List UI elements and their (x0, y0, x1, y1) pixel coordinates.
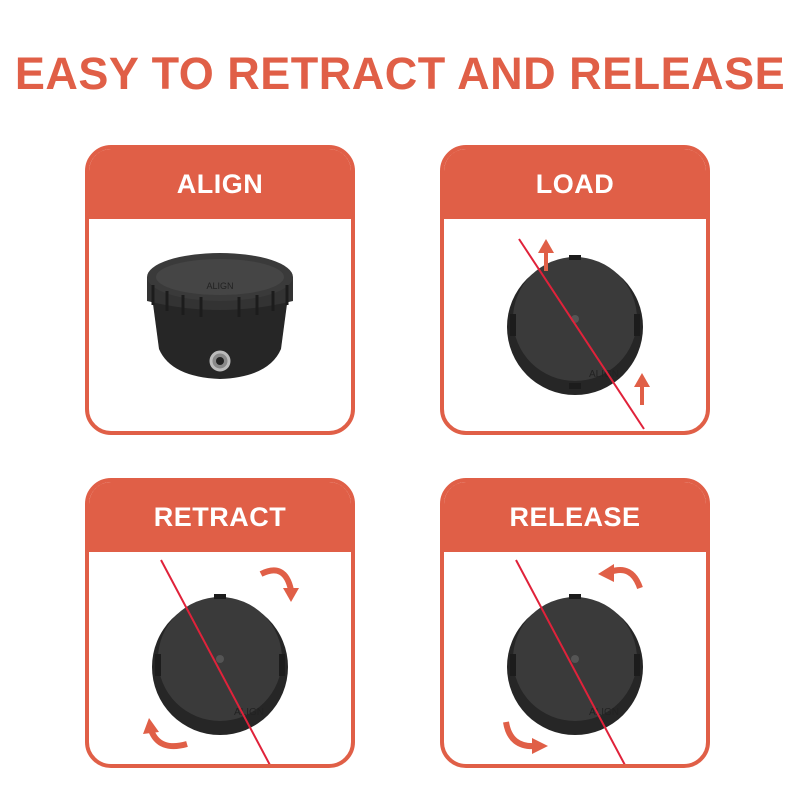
arrow-up-icon (634, 373, 650, 405)
card-align: ALIGN ALIGN (85, 145, 355, 435)
spool-label: ALIGN (589, 707, 619, 718)
arrow-up-icon (538, 239, 554, 271)
card-release: RELEASE ALIGN (440, 478, 710, 768)
rotate-clockwise-icon (148, 728, 188, 750)
trimmer-line-icon (160, 559, 271, 764)
page-title: EASY TO RETRACT AND RELEASE (14, 48, 786, 99)
card-header: RELEASE (444, 482, 706, 552)
rotate-counterclockwise-icon (503, 721, 537, 750)
trimmer-line-icon (518, 238, 645, 430)
card-header: ALIGN (89, 149, 351, 219)
card-retract: RETRACT ALIGN (85, 478, 355, 768)
card-body: ALIGN (444, 552, 706, 764)
rotate-counterclockwise-icon (608, 567, 643, 590)
spool-side-view-icon: ALIGN (147, 253, 293, 379)
spool-label: ALIGN (589, 369, 619, 380)
card-body: ALIGN (444, 219, 706, 431)
card-header: LOAD (444, 149, 706, 219)
rotate-clockwise-icon (259, 567, 294, 591)
card-body: ALIGN (89, 552, 351, 764)
spool-retract-icon: ALIGN (143, 559, 299, 764)
spool-label: ALIGN (206, 281, 233, 291)
spool-load-icon: ALIGN (507, 238, 650, 430)
spool-label: ALIGN (234, 707, 264, 718)
card-header: RETRACT (89, 482, 351, 552)
card-body: ALIGN (89, 219, 351, 431)
spool-release-icon: ALIGN (503, 559, 643, 764)
card-load: LOAD ALIGN (440, 145, 710, 435)
trimmer-line-icon (515, 559, 626, 764)
